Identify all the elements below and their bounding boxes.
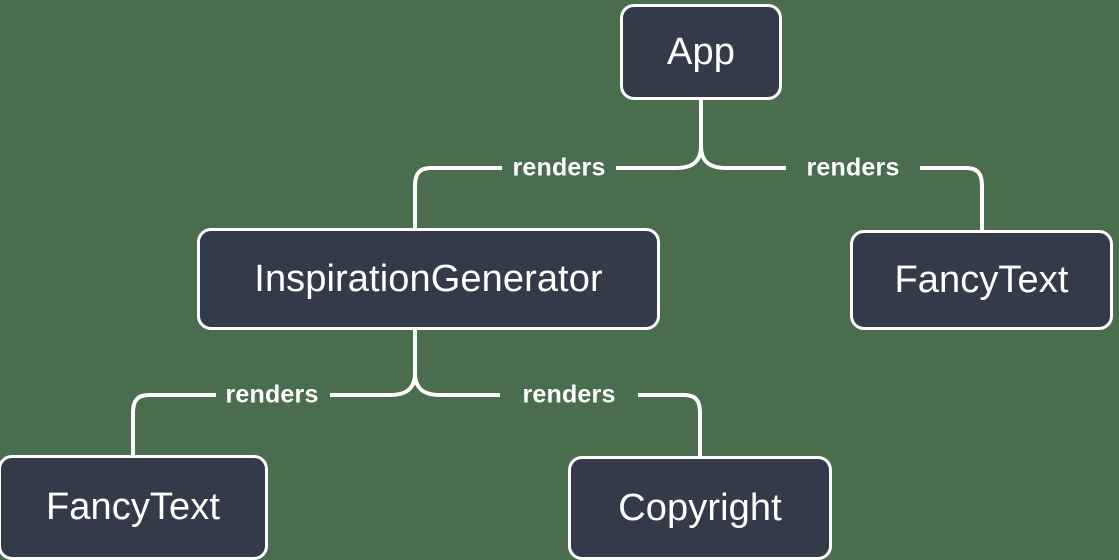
edge-label-inspiration-generator-to-copyright: renders bbox=[522, 380, 616, 409]
edge-label-inspiration-generator-to-fancytext-bottom: renders bbox=[225, 380, 319, 409]
edge-app-to-inspiration-generator bbox=[413, 166, 502, 228]
node-inspiration-generator[interactable]: InspirationGenerator bbox=[197, 228, 660, 330]
node-app[interactable]: App bbox=[620, 4, 782, 100]
node-app-label: App bbox=[667, 30, 735, 73]
node-inspiration-generator-label: InspirationGenerator bbox=[254, 257, 603, 300]
edge-label-app-to-inspiration-generator: renders bbox=[512, 153, 606, 182]
node-fancytext-right[interactable]: FancyText bbox=[850, 230, 1113, 330]
node-copyright[interactable]: Copyright bbox=[568, 456, 832, 560]
edge-fork-ig-right bbox=[413, 372, 500, 397]
node-fancytext-bottom-label: FancyText bbox=[45, 486, 221, 528]
node-fancytext-right-label: FancyText bbox=[894, 258, 1069, 301]
edge-label-app-to-fancytext-right: renders bbox=[806, 153, 900, 182]
edge-app-to-fancytext-right bbox=[920, 166, 984, 230]
node-copyright-label: Copyright bbox=[618, 486, 782, 529]
node-fancytext-bottom[interactable]: FancyText bbox=[0, 455, 268, 560]
edge-fork-app-right bbox=[699, 145, 786, 170]
edge-fork-app-left bbox=[616, 145, 703, 170]
edge-inspiration-generator-to-fancytext-bottom bbox=[131, 393, 216, 455]
edge-inspiration-generator-to-copyright bbox=[638, 393, 702, 456]
edge-fork-ig-left bbox=[330, 372, 417, 397]
